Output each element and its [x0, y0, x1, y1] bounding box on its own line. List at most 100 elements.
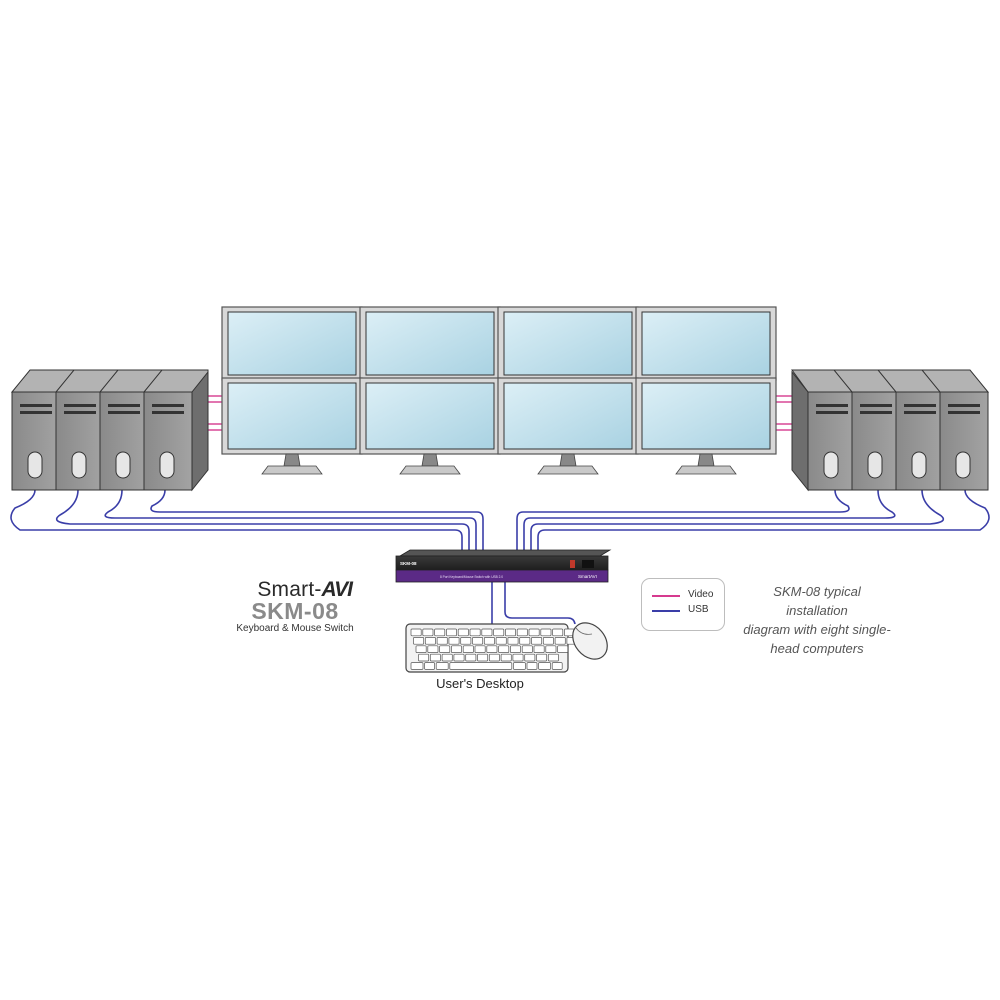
keyboard-key [469, 628, 481, 637]
keyboard-spacebar [449, 662, 513, 670]
keyboard-key [481, 628, 493, 637]
keyboard-key [547, 653, 559, 662]
keyboard-key [434, 628, 446, 637]
keyboard-key [545, 645, 557, 653]
keyboard-key [439, 645, 451, 653]
keyboard-key [533, 645, 545, 653]
legend-item-usb: USB [652, 603, 722, 617]
monitor-icon [635, 377, 777, 475]
brand-logo: Smart-AVI [230, 578, 360, 602]
desktop-label: User's Desktop [436, 676, 524, 691]
keyboard-key [557, 645, 569, 653]
keyboard-key [483, 637, 495, 645]
switch-model-label: SKM-08 [400, 561, 417, 566]
keyboard-key [446, 628, 457, 637]
keyboard-key [542, 637, 554, 645]
switch-brand-text: SmartAVI [578, 574, 597, 579]
keyboard-key [513, 662, 526, 670]
usb-cable-right-1 [516, 489, 850, 552]
cable-legend: Video USB [641, 578, 725, 631]
keyboard-key [526, 662, 538, 670]
keyboard-key [486, 645, 498, 653]
mouse-icon [572, 622, 608, 660]
keyboard-key [510, 645, 521, 653]
keyboard-key [524, 653, 536, 662]
left-computer-group [10, 369, 209, 492]
usb-cable-left-2 [55, 489, 470, 552]
legend-usb-label: USB [688, 604, 709, 615]
keyboard-key [413, 637, 425, 645]
keyboard-key [498, 645, 510, 653]
tower-computer-icon [10, 369, 80, 491]
usb-cable-left-4 [150, 489, 484, 552]
brand-logo-text: Smart- [257, 578, 322, 601]
keyboard-key [536, 653, 548, 662]
video-cable-group [208, 395, 792, 431]
legend-video-label: Video [688, 589, 714, 600]
brand-model: SKM-08 [251, 598, 339, 624]
tower-computer-icon [142, 369, 209, 492]
keyboard-key [418, 653, 430, 662]
keyboard-key [460, 637, 472, 645]
monitor-icon [221, 377, 363, 475]
legend-video-swatch [652, 595, 680, 597]
tower-computer-icon [98, 369, 168, 491]
monitor-wall [221, 306, 777, 475]
keyboard-key [427, 645, 439, 653]
keyboard-key [519, 637, 531, 645]
keyboard-key [415, 645, 427, 653]
usb-cable-right-4 [537, 489, 990, 552]
brand-subtitle: Keyboard & Mouse Switch [236, 623, 354, 634]
monitor-icon [221, 306, 363, 381]
keyboard-key [424, 662, 435, 670]
keyboard-key [505, 628, 516, 637]
usb-cable-left-3 [104, 489, 477, 552]
monitor-icon [497, 377, 639, 475]
keyboard-key [538, 662, 551, 670]
legend-usb-swatch [652, 610, 680, 612]
switch-front-text: 8 Port Keyboard/Mouse Switch with USB 2.… [440, 575, 503, 579]
tower-computer-icon [876, 369, 946, 491]
caption-line-1: SKM-08 typical installation [773, 584, 861, 618]
keyboard-key [465, 653, 477, 662]
right-computer-group [791, 369, 990, 492]
usb-cable-right-2 [523, 489, 896, 552]
keyboard-key [474, 645, 486, 653]
keyboard-key [410, 662, 424, 670]
kvm-switch-icon: SKM-08 8 Port Keyboard/Mouse Switch with… [395, 549, 612, 583]
keyboard-key [429, 653, 441, 662]
keyboard-key [551, 662, 563, 670]
usb-cable-group [10, 489, 990, 625]
keyboard-key [531, 637, 543, 645]
keyboard-key [500, 653, 512, 662]
keyboard-key [472, 637, 484, 645]
usb-cable-left-1 [10, 489, 463, 552]
keyboard-key [540, 628, 552, 637]
keyboard-key [435, 662, 449, 670]
tower-computer-icon [920, 369, 990, 491]
keyboard-key [448, 637, 460, 645]
monitor-icon [497, 306, 639, 381]
keyboard-key [451, 645, 462, 653]
keyboard-key [436, 637, 448, 645]
brand-logo-mark: AVI [321, 578, 353, 601]
keyboard-key [493, 628, 505, 637]
keyboard-key [441, 653, 453, 662]
monitor-icon [635, 306, 777, 381]
keyboard-key [488, 653, 500, 662]
caption-line-3: head computers [770, 641, 864, 656]
keyboard-key [457, 628, 469, 637]
keyboard-key [552, 628, 564, 637]
keyboard-key [410, 628, 422, 637]
keyboard-key [528, 628, 540, 637]
keyboard-key [512, 653, 524, 662]
keyboard-key [424, 637, 436, 645]
usb-cable-mouse [504, 582, 576, 625]
brand-block: Smart-AVI SKM-08 Keyboard & Mouse Switch [230, 578, 360, 634]
keyboard-key [477, 653, 489, 662]
keyboard-key [516, 628, 528, 637]
keyboard-key [521, 645, 533, 653]
keyboard-key [507, 637, 519, 645]
monitor-icon [359, 306, 501, 381]
